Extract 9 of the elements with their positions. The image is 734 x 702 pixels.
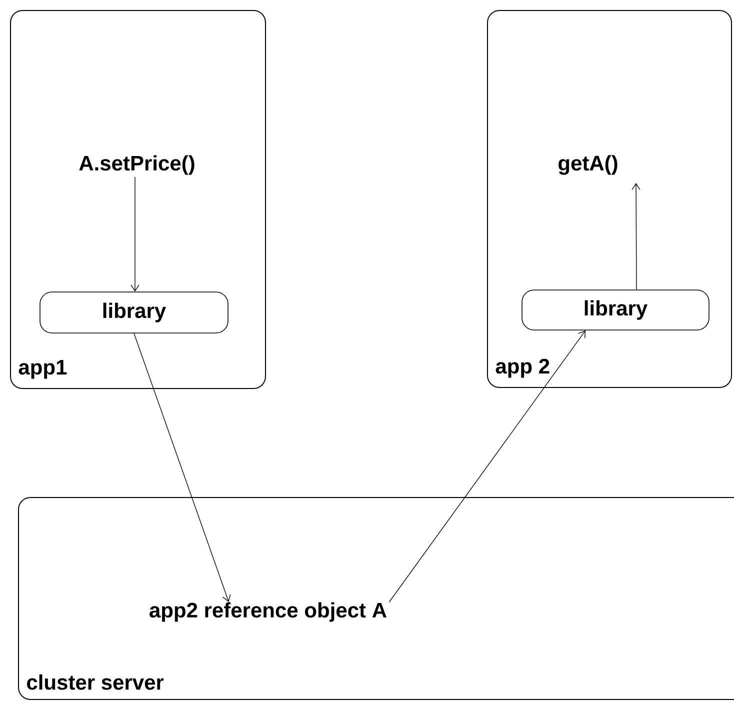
arrow bbox=[388, 330, 586, 602]
method-label: getA() bbox=[558, 155, 618, 175]
arrow bbox=[632, 183, 640, 290]
method-label: app2 reference object A bbox=[150, 602, 386, 622]
library-pill: library bbox=[522, 290, 710, 330]
arrow bbox=[130, 176, 140, 292]
library-pill: library bbox=[40, 292, 228, 334]
method-label: A.setPrice() bbox=[79, 155, 194, 175]
arrow bbox=[134, 333, 231, 602]
